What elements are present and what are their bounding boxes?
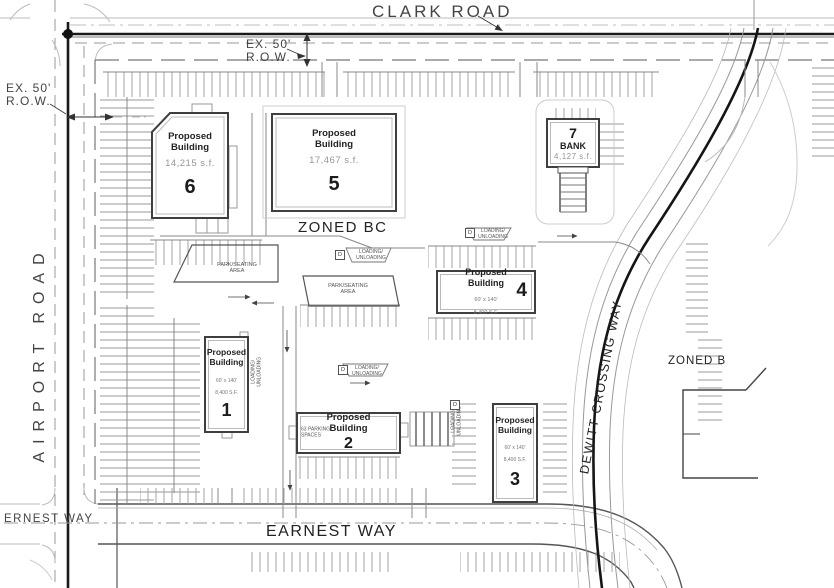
building-3-name: Proposed Building: [495, 414, 535, 435]
loading-label-1: LOADING/ UNLOADING: [356, 249, 386, 261]
zoned-bc-label: ZONED BC: [298, 219, 388, 236]
building-2-label: 63 PARKING SPACES Proposed Building 2: [297, 412, 400, 453]
building-3-footprint: [492, 403, 538, 503]
building-4-area: 8,400 S.F.: [473, 309, 499, 316]
road-dewitt-lines: [571, 27, 787, 588]
building-1-number: 1: [221, 399, 232, 420]
plaza-outlines: [173, 227, 512, 377]
park-seating-label-1: PARK/SEATING AREA: [217, 262, 257, 275]
building-1-size: 60' x 140': [215, 377, 238, 384]
building-5-label: Proposed Building 17,467 s.f. 5: [272, 114, 396, 211]
building-1-label: Proposed Building 60' x 140' 8,400 S.F. …: [205, 337, 248, 432]
building-3-area: 8,400 S.F.: [503, 457, 527, 464]
building-6-name: Proposed Building: [168, 131, 212, 153]
building-3-number: 3: [509, 469, 520, 490]
dumpster-marker-1: D: [335, 250, 345, 260]
building-2-parking-note: 63 PARKING SPACES: [301, 426, 331, 438]
ernest-way-label: ERNEST WAY: [4, 513, 94, 525]
building-4-number: 4: [516, 279, 527, 301]
loading-label-3: LOADING/ UNLOADING: [352, 365, 382, 377]
row-dimension-label-top: EX. 50' R.O.W.: [246, 37, 292, 65]
dumpster-marker-2: D: [465, 228, 475, 238]
building-4-footprint: [436, 270, 536, 314]
building-5-name: Proposed Building: [312, 128, 356, 150]
building-5-footprint: [271, 113, 397, 212]
building-7-name: BANK: [560, 140, 586, 151]
dumpster-marker-4: D: [450, 400, 460, 410]
road-clark-lines: [0, 3, 834, 44]
building-1-area: 8,400 S.F.: [215, 389, 238, 396]
building-3-label: Proposed Building 60' x 140' 8,400 S.F. …: [493, 404, 537, 502]
building-4-label: Proposed Building 60' x 140' 8,400 S.F. …: [437, 267, 535, 316]
dimension-arrows: [49, 15, 503, 121]
bank-drive-through: [559, 173, 587, 213]
building-7-area: 4,127 s.f.: [554, 152, 592, 162]
building-6-footprint: [151, 112, 229, 219]
airport-road-label: AIRPORT ROAD: [31, 245, 49, 463]
building-4-name: Proposed Building: [465, 267, 507, 288]
building-6-label: Proposed Building 14,215 s.f. 6: [152, 113, 228, 218]
building-1-name: Proposed Building: [206, 347, 247, 367]
building-1-footprint: [204, 336, 249, 433]
park-seating-label-2: PARK/SEATING AREA: [328, 283, 368, 296]
building-4-size: 60' x 140': [474, 296, 498, 303]
zoned-b-label: ZONED B: [668, 355, 727, 367]
building-5-number: 5: [328, 172, 340, 195]
traffic-arrows: [228, 233, 578, 491]
building-2-name: Proposed Building: [326, 412, 371, 434]
building-2-footprint: [296, 412, 401, 454]
building-footprints: [151, 99, 615, 503]
building-7-label: 7 BANK 4,127 s.f.: [547, 119, 599, 167]
building-7-number: 7: [569, 124, 577, 141]
loading-label-4: LOADING/ UNLOADING: [250, 356, 262, 387]
dumpster-marker-3: D: [338, 365, 348, 375]
building-2-number: 2: [344, 434, 353, 452]
loading-label-2: LOADING/ UNLOADING: [478, 228, 508, 240]
road-earnest-lines: [0, 503, 683, 588]
parking-rows: [100, 66, 834, 572]
building-5-area: 17,467 s.f.: [309, 154, 359, 166]
building-6-number: 6: [184, 175, 196, 198]
trellis-loading-area: [409, 411, 455, 447]
building-3-size: 60' x 140': [504, 445, 526, 452]
building-6-area: 14,215 s.f.: [165, 157, 215, 169]
clark-road-label: CLARK ROAD: [372, 2, 513, 21]
row-dimension-label-left: EX. 50' R.O.W.: [6, 81, 52, 109]
earnest-way-label: EARNEST WAY: [266, 523, 397, 540]
adjacent-site-lines: [682, 367, 767, 479]
